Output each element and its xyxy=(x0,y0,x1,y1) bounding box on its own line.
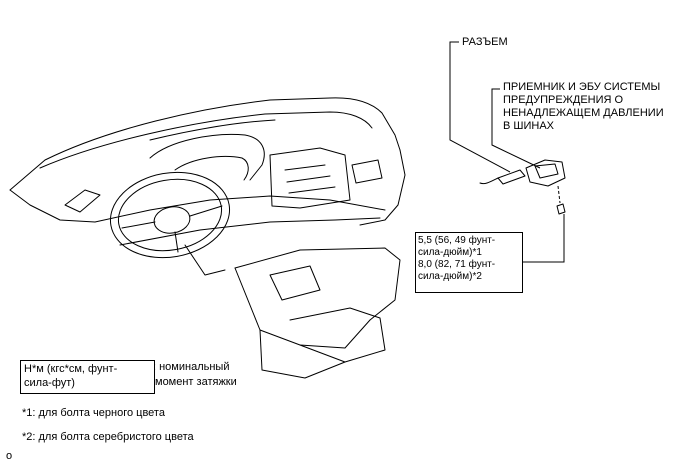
receiver-ecu-detail xyxy=(534,163,559,179)
torque-spec-line: 8,0 (82, 71 фунт- xyxy=(418,259,496,270)
receiver-label-line: В ШИНАХ xyxy=(503,120,554,132)
legend-unit-box: Н*м (кгс*см, фунт- сила-фут) xyxy=(20,360,155,394)
torque-spec-line: сила-дюйм)*1 xyxy=(418,247,482,258)
receiver-ecu-body xyxy=(525,159,566,187)
dashboard-top-inner xyxy=(39,111,373,169)
dashboard-lower-line xyxy=(94,195,386,223)
right-vent xyxy=(351,159,383,184)
dashboard-lower-panel xyxy=(119,217,381,246)
legend-description-line: : номинальный xyxy=(153,361,230,373)
receiver-leader xyxy=(491,88,541,169)
cluster-hood xyxy=(149,133,265,181)
connector-label: РАЗЪЕМ xyxy=(462,36,508,48)
dashboard-front-edge xyxy=(9,189,96,223)
center-vent-3 xyxy=(288,186,336,194)
steering-wheel-rim xyxy=(109,171,231,259)
steering-column xyxy=(184,244,226,276)
center-vent-2 xyxy=(286,175,331,183)
corner-mark: o xyxy=(6,450,13,462)
steering-wheel-rim-inner xyxy=(117,178,223,252)
legend-description-line: момент затяжки xyxy=(155,376,237,388)
receiver-to-bolt-dash xyxy=(557,185,561,204)
defroster-slot xyxy=(149,119,276,141)
console-shifter xyxy=(269,265,321,301)
steering-spoke-right xyxy=(189,205,223,217)
steering-spoke-left xyxy=(121,221,156,229)
connector-wire xyxy=(479,177,499,185)
console-armrest xyxy=(289,307,386,363)
windshield-vent xyxy=(64,189,101,213)
receiver-label-line: ПРЕДУПРЕЖДЕНИЯ О xyxy=(503,94,624,106)
torque-spec-box: 5,5 (56, 49 фунт- сила-дюйм)*1 8,0 (82, … xyxy=(415,232,523,293)
note-silver-bolt: *2: для болта серебристого цвета xyxy=(22,431,194,443)
receiver-label-line: НЕНАДЛЕЖАЩЕМ ДАВЛЕНИИ xyxy=(503,107,664,119)
cluster-face xyxy=(174,156,249,181)
legend-unit-line: Н*м (кгс*см, фунт- xyxy=(24,363,118,375)
center-vent-1 xyxy=(284,164,326,171)
console-side xyxy=(259,329,346,379)
dashboard-top-outline xyxy=(9,97,401,191)
steering-wheel-hub xyxy=(153,206,191,234)
note-black-bolt: *1: для болта черного цвета xyxy=(22,407,165,419)
console-top xyxy=(234,247,401,321)
connector-body xyxy=(497,169,526,185)
connector-leader xyxy=(449,41,511,173)
receiver-label-line: ПРИЕМНИК И ЭБУ СИСТЕМЫ xyxy=(503,81,661,93)
dashboard-right-end xyxy=(359,149,406,226)
center-stack xyxy=(269,147,351,209)
bolt-to-spec-leader xyxy=(518,214,565,263)
steering-spoke-bottom xyxy=(174,231,179,253)
legend-unit-line: сила-фут) xyxy=(24,377,75,389)
torque-spec-line: сила-дюйм)*2 xyxy=(418,271,482,282)
torque-spec-line: 5,5 (56, 49 фунт- xyxy=(418,235,496,246)
bolt xyxy=(556,203,566,215)
